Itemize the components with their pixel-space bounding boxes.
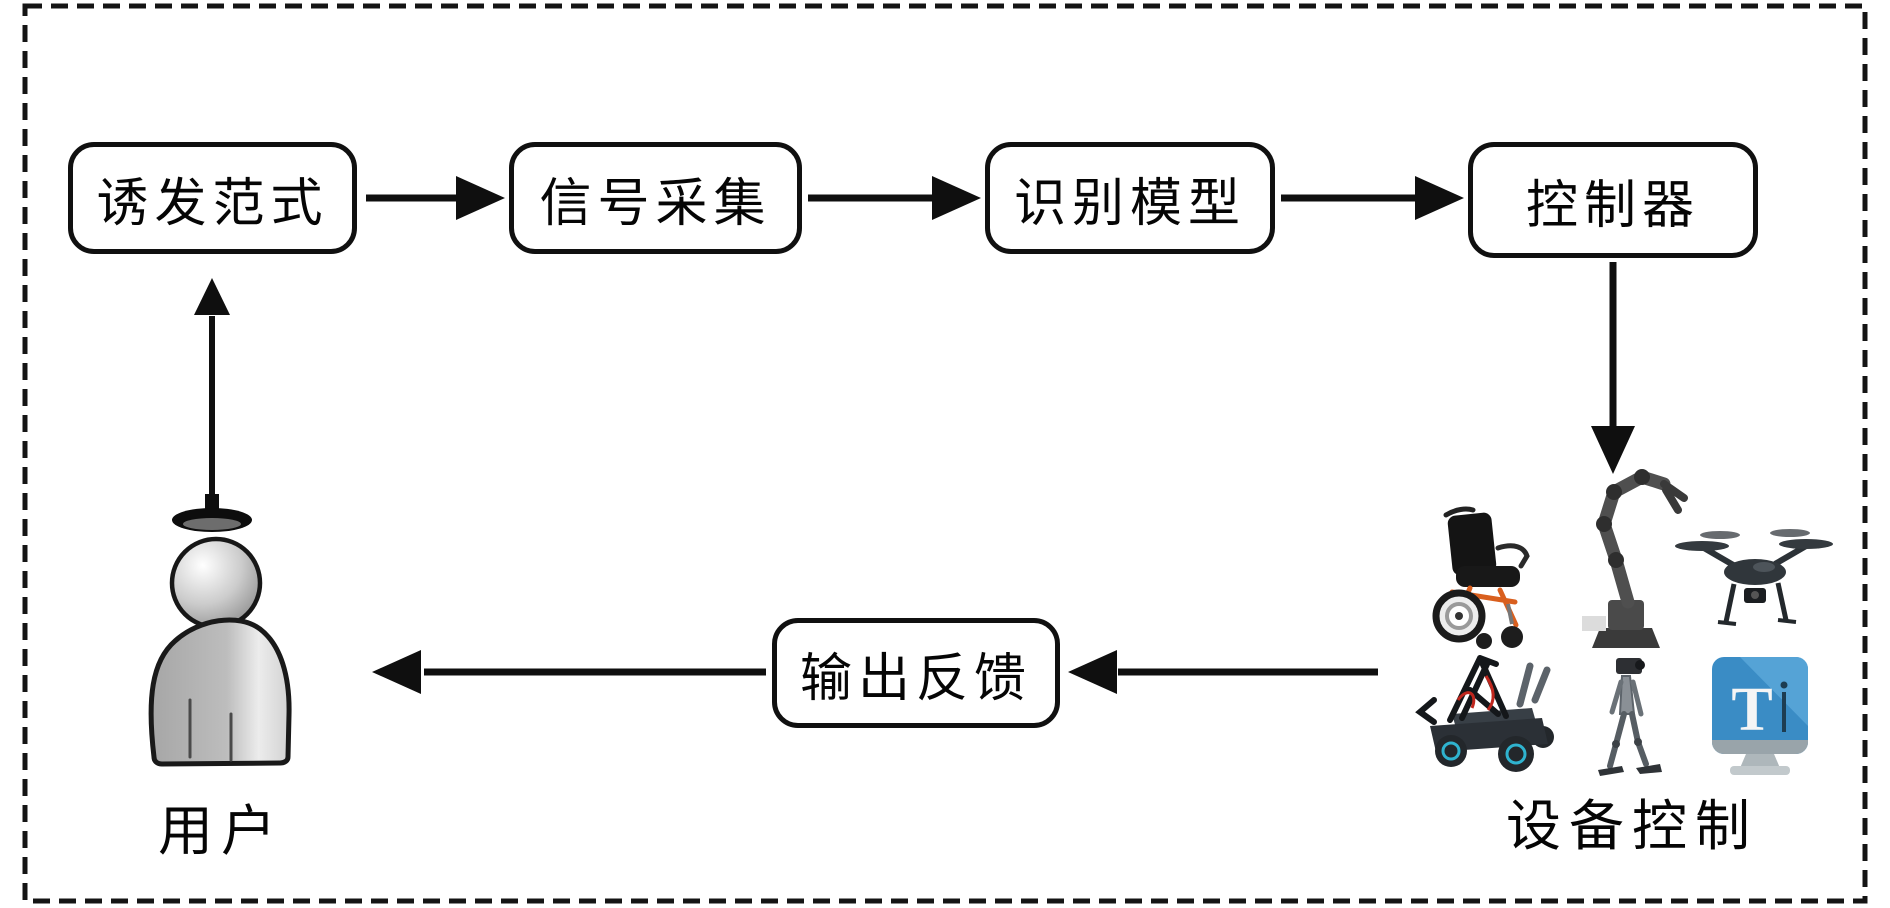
eeg-electrode bbox=[172, 494, 252, 532]
drone-icon bbox=[1675, 529, 1833, 626]
user-figure bbox=[148, 494, 292, 767]
arrow-devices-to-feedback bbox=[1068, 650, 1378, 694]
text-speller-monitor-icon: T bbox=[1712, 657, 1808, 775]
arrow-feedback-to-user bbox=[372, 650, 766, 694]
node-feedback: 输出反馈 bbox=[772, 618, 1060, 728]
humanoid-robot-icon bbox=[1598, 658, 1662, 776]
dashed-border bbox=[22, 3, 1868, 904]
arrow-user-to-paradigm bbox=[194, 278, 230, 505]
node-paradigm: 诱发范式 bbox=[68, 142, 357, 254]
user-torso bbox=[148, 617, 292, 767]
speller-T-glyph: T bbox=[1731, 676, 1772, 744]
arrow-paradigm-to-acquisition bbox=[366, 176, 505, 220]
node-recognition: 识别模型 bbox=[985, 142, 1275, 254]
user-label: 用户 bbox=[157, 801, 284, 862]
node-acquisition: 信号采集 bbox=[509, 142, 802, 254]
node-controller: 控制器 bbox=[1468, 142, 1758, 258]
robotic-arm-icon bbox=[1582, 469, 1688, 648]
arrow-recognition-to-controller bbox=[1281, 176, 1464, 220]
arrow-controller-to-devices bbox=[1591, 262, 1635, 474]
user-head bbox=[169, 536, 263, 630]
wheelchair-icon bbox=[1432, 506, 1530, 649]
rover-robot-icon bbox=[1415, 655, 1554, 772]
device-control-label: 设备控制 bbox=[1505, 796, 1758, 857]
arrow-acquisition-to-recognition bbox=[808, 176, 981, 220]
